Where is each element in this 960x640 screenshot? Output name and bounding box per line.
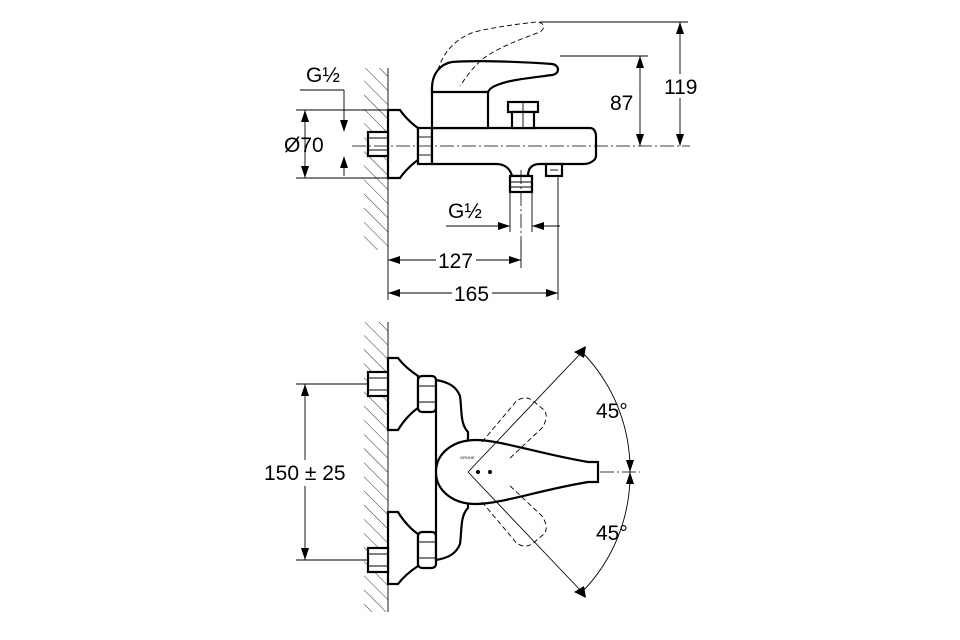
lever-handle-front — [434, 438, 600, 506]
label-dim-87: 87 — [610, 92, 633, 115]
front-view: GROHE 45° 45° 150 ± 25 — [262, 322, 640, 612]
escutcheon-lower — [386, 510, 420, 586]
connector-lower — [366, 546, 390, 574]
label-spacing: 150 ± 25 — [264, 462, 346, 485]
wall-hatch-top — [364, 68, 388, 250]
label-dim-119: 119 — [664, 76, 697, 99]
lever-position-up — [481, 397, 547, 461]
label-dim-127: 127 — [438, 250, 473, 273]
escutcheon-side — [386, 108, 420, 180]
angle-arc-down — [581, 471, 631, 593]
label-diameter: Ø70 — [284, 134, 324, 157]
label-thread-top: G½ — [306, 64, 340, 87]
handle-dot-left — [476, 470, 480, 474]
label-angle-up: 45° — [596, 400, 628, 423]
mixer-body-side — [430, 126, 598, 178]
label-dim-165: 165 — [454, 283, 489, 306]
side-view: G½ Ø70 G½ 127 165 — [284, 21, 702, 306]
escutcheon-upper — [386, 356, 420, 432]
label-angle-down: 45° — [596, 522, 628, 545]
label-thread-bottom: G½ — [448, 200, 482, 223]
cartridge-column — [430, 86, 490, 130]
connector-upper — [366, 370, 390, 398]
brand-logo: GROHE — [460, 455, 475, 460]
angle-arc-up — [581, 351, 631, 473]
handle-dot-right — [488, 470, 492, 474]
lever-handle-side — [430, 60, 560, 94]
wall-connector — [366, 130, 390, 158]
lever-position-down — [481, 483, 547, 547]
hex-nut-upper — [416, 374, 438, 414]
hex-nut-lower — [416, 530, 438, 570]
lever-handle-raised — [437, 21, 544, 87]
